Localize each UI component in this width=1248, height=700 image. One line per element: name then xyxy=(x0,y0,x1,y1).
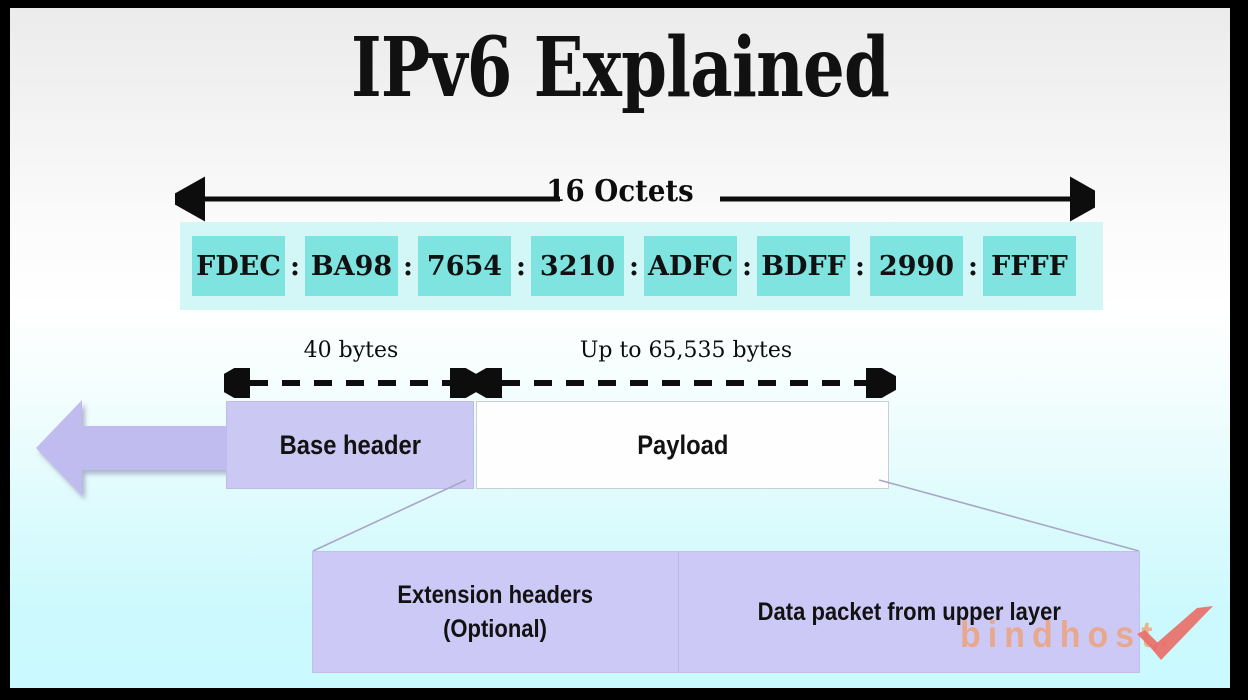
octet-cell: 7654 xyxy=(418,236,511,296)
base-header-box: Base header xyxy=(226,401,474,489)
octet-separator: : xyxy=(968,250,978,282)
check-mark-icon xyxy=(1137,606,1213,660)
octets-measure-arrow-icon xyxy=(175,176,1095,222)
outgoing-packet-arrow-icon xyxy=(36,400,264,496)
octet-separator: : xyxy=(855,250,865,282)
octet-cell: ADFC xyxy=(644,236,737,296)
payload-measure-arrow-icon xyxy=(476,368,896,398)
base-header-label: Base header xyxy=(279,429,421,460)
extension-headers-box: Extension headers (Optional) xyxy=(313,552,679,672)
octet-cell: FFFF xyxy=(983,236,1076,296)
base-header-measure-arrow-icon xyxy=(224,368,480,398)
extension-headers-label-line2: (Optional) xyxy=(443,615,548,643)
ipv6-octet-row: FDEC : BA98 : 7654 : 3210 : ADFC : BDFF … xyxy=(192,236,1092,296)
data-packet-box: Data packet from upper layer xyxy=(679,552,1139,672)
octet-separator: : xyxy=(629,250,639,282)
packet-structure-row: Base header Payload xyxy=(226,401,889,489)
payload-box: Payload xyxy=(476,401,889,489)
octet-cell: BA98 xyxy=(305,236,398,296)
payload-label: Payload xyxy=(636,429,729,460)
octets-measure-label: 16 Octets xyxy=(546,174,694,209)
base-header-size-label: 40 bytes xyxy=(303,338,399,363)
octet-separator: : xyxy=(403,250,413,282)
octet-separator: : xyxy=(516,250,526,282)
octet-cell: FDEC xyxy=(192,236,285,296)
payload-detail-row: Extension headers (Optional) Data packet… xyxy=(312,551,1140,673)
payload-size-label: Up to 65,535 bytes xyxy=(579,338,793,363)
data-packet-label: Data packet from upper layer xyxy=(757,598,1061,626)
octet-separator: : xyxy=(742,250,752,282)
slide-canvas: IPv6 Explained 16 Octets FDEC : BA98 : 7… xyxy=(10,8,1230,688)
octet-separator: : xyxy=(290,250,300,282)
page-title: IPv6 Explained xyxy=(350,20,890,116)
octet-cell: 3210 xyxy=(531,236,624,296)
ipv6-address-band: FDEC : BA98 : 7654 : 3210 : ADFC : BDFF … xyxy=(180,222,1103,310)
octet-cell: BDFF xyxy=(757,236,850,296)
octet-cell: 2990 xyxy=(870,236,963,296)
extension-headers-label-line1: Extension headers xyxy=(397,581,594,609)
